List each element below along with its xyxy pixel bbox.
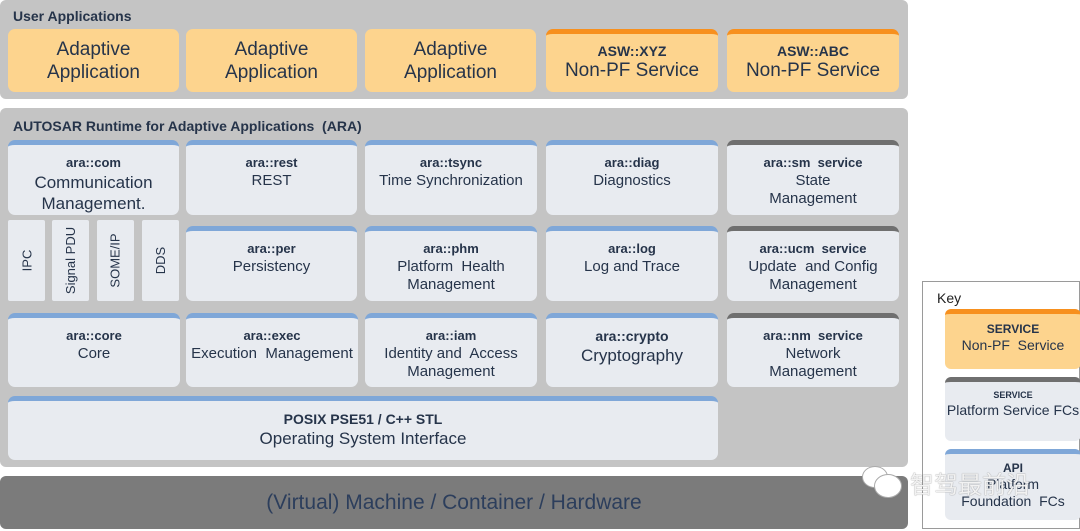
fc-desc-line1: Identity and Access xyxy=(384,345,518,362)
fc-desc-line1: Communication xyxy=(34,173,153,192)
fc-desc: REST xyxy=(251,172,292,189)
binding-label: DDS xyxy=(152,246,168,275)
fc-desc: Cryptography xyxy=(580,346,684,365)
fc-desc-line2: Management xyxy=(769,363,857,380)
fc-key: ara::sm service xyxy=(763,155,863,170)
fc-desc: Log and Trace xyxy=(584,258,680,275)
adaptive-application-3[interactable]: Adaptive Application xyxy=(365,29,536,92)
app-line1: Adaptive xyxy=(56,38,131,60)
service-desc: Non-PF Service xyxy=(564,60,700,81)
fc-desc: Time Synchronization xyxy=(379,172,523,189)
ara-com-box[interactable]: ara::com Communication Management. xyxy=(8,140,179,215)
ara-nm-box[interactable]: ara::nm service Network Management xyxy=(727,313,899,387)
os-interface-box[interactable]: POSIX PSE51 / C++ STL Operating System I… xyxy=(8,396,718,460)
binding-label: SOME/IP xyxy=(108,233,123,288)
fc-desc-line2: Management. xyxy=(41,194,146,213)
binding-label: IPC xyxy=(18,249,34,272)
adaptive-application-1[interactable]: Adaptive Application xyxy=(8,29,179,92)
fc-key: ara::phm xyxy=(423,241,479,256)
fc-desc: Core xyxy=(77,345,111,362)
non-pf-service-abc[interactable]: ASW::ABC Non-PF Service xyxy=(727,29,899,92)
os-desc: Operating System Interface xyxy=(259,429,467,448)
key-item-label: SERVICE xyxy=(993,390,1033,400)
fc-desc-line1: State xyxy=(795,172,831,189)
app-line1: Adaptive xyxy=(234,38,309,60)
hardware-label: (Virtual) Machine / Container / Hardware xyxy=(266,490,642,514)
key-title: Key xyxy=(937,290,962,306)
ara-sm-box[interactable]: ara::sm service State Management xyxy=(727,140,899,215)
service-key: ASW::ABC xyxy=(776,43,850,59)
ara-rest-box[interactable]: ara::rest REST xyxy=(186,140,357,215)
key-item-platform-service: SERVICE Platform Service FCs xyxy=(945,377,1080,441)
service-desc: Non-PF Service xyxy=(745,60,881,81)
fc-key: ara::com xyxy=(66,155,121,170)
fc-desc-line2: Management xyxy=(407,276,495,293)
fc-key: ara::per xyxy=(247,241,296,256)
ara-tsync-box[interactable]: ara::tsync Time Synchronization xyxy=(365,140,537,215)
app-line2: Application xyxy=(225,61,318,83)
ara-iam-box[interactable]: ara::iam Identity and Access Management xyxy=(365,313,537,387)
binding-dds[interactable]: DDS xyxy=(142,220,179,301)
fc-key: ara::iam xyxy=(425,328,477,343)
fc-desc: Persistency xyxy=(232,258,311,275)
key-item-non-pf-service: SERVICE Non-PF Service xyxy=(945,309,1080,369)
app-line2: Application xyxy=(404,61,497,83)
fc-desc-line1: Platform Health xyxy=(397,258,505,275)
hardware-layer: (Virtual) Machine / Container / Hardware xyxy=(0,476,908,529)
fc-key: ara::log xyxy=(608,241,656,256)
non-pf-service-xyz[interactable]: ASW::XYZ Non-PF Service xyxy=(546,29,718,92)
key-item-label: API xyxy=(1002,461,1023,475)
key-item-desc-line2: Foundation FCs xyxy=(961,493,1065,509)
binding-ipc[interactable]: IPC xyxy=(8,220,45,301)
adaptive-application-2[interactable]: Adaptive Application xyxy=(186,29,357,92)
fc-key: ara::diag xyxy=(604,155,660,170)
fc-desc-line2: Management xyxy=(769,276,857,293)
user-applications-title: User Applications xyxy=(13,8,132,24)
fc-key: ara::core xyxy=(66,328,122,343)
binding-label: Signal PDU xyxy=(63,226,79,295)
ara-title: AUTOSAR Runtime for Adaptive Application… xyxy=(13,118,362,134)
key-item-platform-foundation: API Platform Foundation FCs xyxy=(945,449,1080,520)
os-key: POSIX PSE51 / C++ STL xyxy=(283,411,443,427)
ara-layer: AUTOSAR Runtime for Adaptive Application… xyxy=(0,108,908,467)
fc-desc: Diagnostics xyxy=(593,172,671,189)
service-key: ASW::XYZ xyxy=(597,43,667,59)
binding-signal-pdu[interactable]: Signal PDU xyxy=(52,220,89,301)
binding-someip[interactable]: SOME/IP xyxy=(97,220,134,301)
key-item-desc-line1: Platform xyxy=(986,476,1040,492)
app-line1: Adaptive xyxy=(413,38,488,60)
watermark-text: 智驾最前沿 xyxy=(910,470,1030,499)
fc-key: ara::exec xyxy=(243,328,301,343)
wechat-icon xyxy=(862,464,906,500)
fc-desc-line2: Management xyxy=(407,363,495,380)
ara-per-box[interactable]: ara::per Persistency xyxy=(186,226,357,301)
fc-desc-line1: Network xyxy=(785,345,841,362)
ara-diag-box[interactable]: ara::diag Diagnostics xyxy=(546,140,718,215)
watermark: 智驾最前沿 xyxy=(862,464,1030,500)
ara-log-box[interactable]: ara::log Log and Trace xyxy=(546,226,718,301)
fc-desc-line2: Management xyxy=(769,190,857,207)
key-item-desc: Non-PF Service xyxy=(961,337,1065,353)
ara-core-box[interactable]: ara::core Core xyxy=(8,313,180,387)
key-legend: Key SERVICE Non-PF Service SERVICE Platf… xyxy=(922,281,1080,529)
ara-phm-box[interactable]: ara::phm Platform Health Management xyxy=(365,226,537,301)
user-applications-layer: User Applications Adaptive Application A… xyxy=(0,0,908,99)
fc-key: ara::ucm service xyxy=(759,241,867,256)
fc-key: ara::crypto xyxy=(595,328,669,344)
app-line2: Application xyxy=(47,61,140,83)
key-item-desc: Platform Service FCs xyxy=(946,402,1080,418)
fc-key: ara::tsync xyxy=(419,155,483,170)
key-item-label: SERVICE xyxy=(986,322,1040,336)
fc-key: ara::rest xyxy=(245,155,298,170)
fc-desc: Execution Management xyxy=(191,345,353,362)
ara-ucm-box[interactable]: ara::ucm service Update and Config Manag… xyxy=(727,226,899,301)
ara-crypto-box[interactable]: ara::crypto Cryptography xyxy=(546,313,718,387)
fc-desc-line1: Update and Config xyxy=(748,258,878,275)
fc-key: ara::nm service xyxy=(763,328,863,343)
ara-exec-box[interactable]: ara::exec Execution Management xyxy=(186,313,358,387)
